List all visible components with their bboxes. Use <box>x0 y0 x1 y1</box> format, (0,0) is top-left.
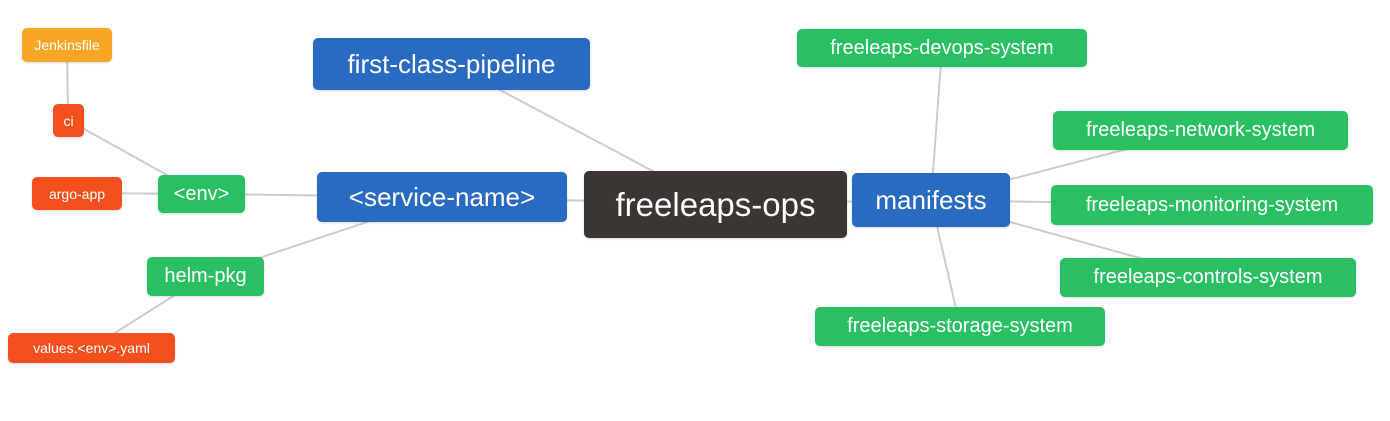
node-values-env-yaml[interactable]: values.<env>.yaml <box>8 333 175 363</box>
node-argo-app[interactable]: argo-app <box>32 177 122 210</box>
node-env[interactable]: <env> <box>158 175 245 213</box>
node-freeleaps-network-system[interactable]: freeleaps-network-system <box>1053 111 1348 150</box>
node-freeleaps-monitoring-system[interactable]: freeleaps-monitoring-system <box>1051 185 1373 225</box>
node-freeleaps-ops-root[interactable]: freeleaps-ops <box>584 171 847 238</box>
node-jenkinsfile[interactable]: Jenkinsfile <box>22 28 112 62</box>
node-ci[interactable]: ci <box>53 104 84 137</box>
node-service-name[interactable]: <service-name> <box>317 172 567 222</box>
node-freeleaps-controls-system[interactable]: freeleaps-controls-system <box>1060 258 1356 297</box>
node-helm-pkg[interactable]: helm-pkg <box>147 257 264 296</box>
node-first-class-pipeline[interactable]: first-class-pipeline <box>313 38 590 90</box>
node-manifests[interactable]: manifests <box>852 173 1010 227</box>
node-freeleaps-devops-system[interactable]: freeleaps-devops-system <box>797 29 1087 67</box>
node-freeleaps-storage-system[interactable]: freeleaps-storage-system <box>815 307 1105 346</box>
